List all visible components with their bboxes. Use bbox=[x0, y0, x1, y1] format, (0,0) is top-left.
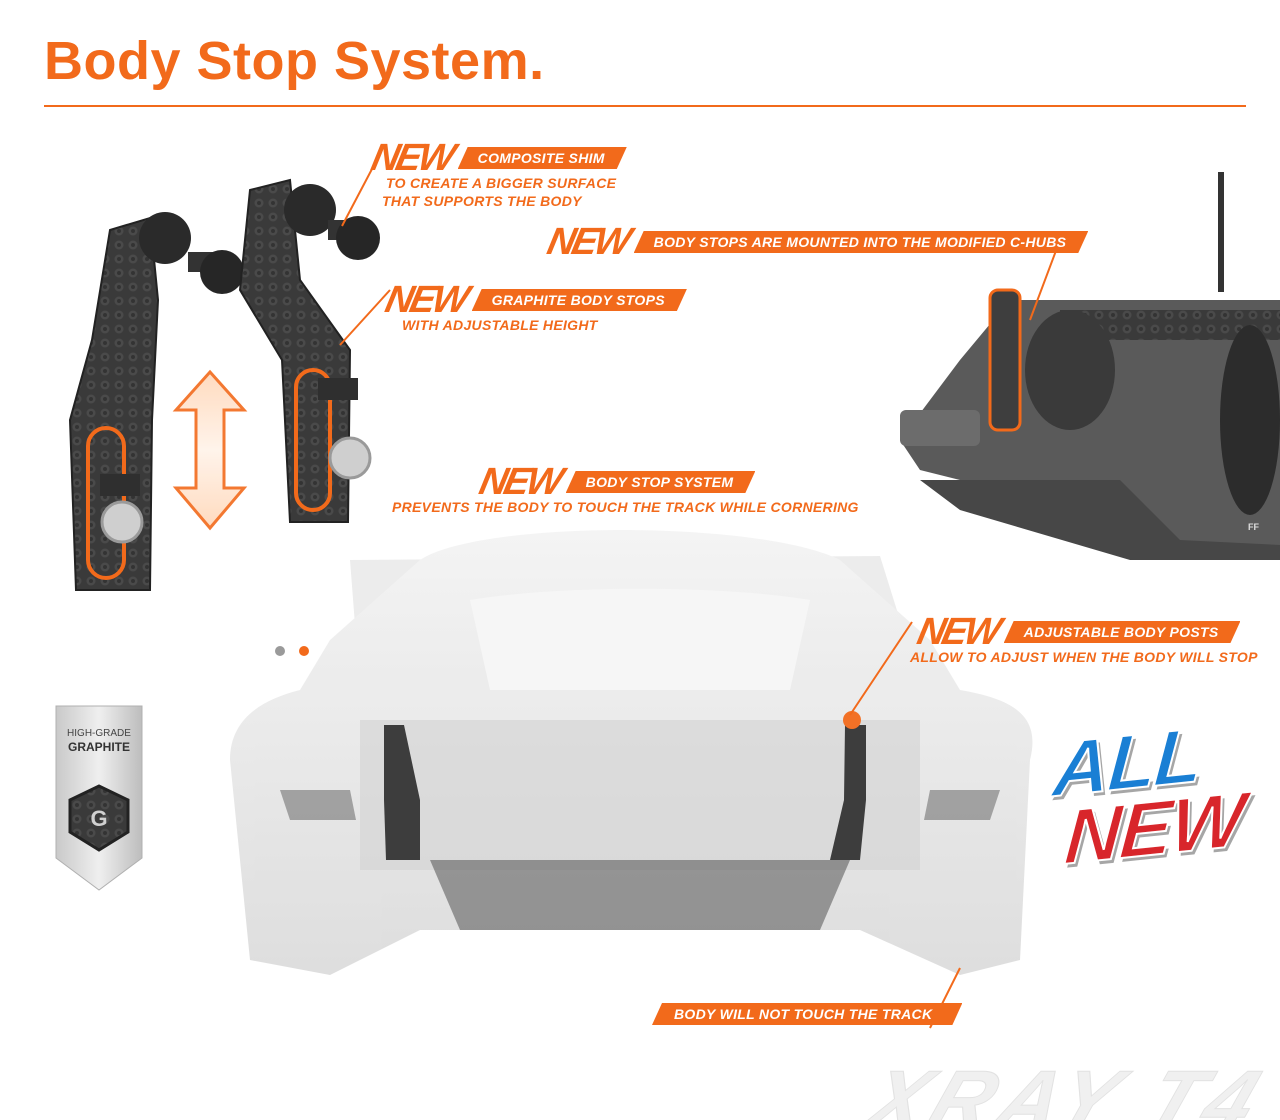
callout-adjustable-body-posts: NEW ADJUSTABLE BODY POSTS ALLOW TO ADJUS… bbox=[910, 611, 1258, 666]
callout-tag: BODY STOP SYSTEM bbox=[566, 471, 756, 493]
chassis-photo bbox=[900, 172, 1280, 560]
pagination-dot-inactive[interactable] bbox=[275, 646, 285, 656]
svg-text:G: G bbox=[90, 806, 107, 831]
new-label: NEW bbox=[543, 221, 633, 263]
callout-line: TO CREATE A BIGGER SURFACE bbox=[386, 175, 617, 191]
all-new-logo: ALL NEW bbox=[1040, 710, 1260, 882]
callout-tag: ADJUSTABLE BODY POSTS bbox=[1004, 621, 1241, 643]
badge-line-2: GRAPHITE bbox=[67, 740, 130, 754]
callout-no-track-contact: BODY WILL NOT TOUCH THE TRACK bbox=[652, 1003, 962, 1025]
graphite-badge: HIGH-GRADE GRAPHITE bbox=[56, 706, 142, 892]
graphite-badge-shape: G bbox=[55, 705, 143, 891]
body-stop-bracket-left bbox=[68, 212, 244, 591]
callout-line: WITH ADJUSTABLE HEIGHT bbox=[402, 317, 598, 333]
callout-tag: BODY STOPS ARE MOUNTED INTO THE MODIFIED… bbox=[634, 231, 1089, 253]
new-label: NEW bbox=[913, 611, 1003, 653]
chassis-marking: FF bbox=[1248, 522, 1259, 532]
new-label: NEW bbox=[475, 461, 565, 503]
new-label: NEW bbox=[367, 137, 457, 179]
callout-tag: COMPOSITE SHIM bbox=[458, 147, 627, 169]
all-new-word-2: NEW bbox=[1061, 774, 1247, 882]
body-stop-bracket-right bbox=[238, 178, 380, 523]
callout-line: ALLOW TO ADJUST WHEN THE BODY WILL STOP bbox=[910, 649, 1258, 665]
callout-c-hubs: NEW BODY STOPS ARE MOUNTED INTO THE MODI… bbox=[543, 221, 1089, 263]
new-label: NEW bbox=[381, 279, 471, 321]
callout-body-stop-system: NEW BODY STOP SYSTEM PREVENTS THE BODY T… bbox=[392, 461, 859, 516]
callout-graphite-body-stops: NEW GRAPHITE BODY STOPS WITH ADJUSTABLE … bbox=[381, 279, 687, 334]
callout-composite-shim: NEW COMPOSITE SHIM TO CREATE A BIGGER SU… bbox=[367, 137, 627, 210]
callout-line: PREVENTS THE BODY TO TOUCH THE TRACK WHI… bbox=[392, 499, 859, 515]
footer-logo: XRAY T4 bbox=[0, 1058, 1280, 1120]
callout-line: THAT SUPPORTS THE BODY bbox=[382, 193, 582, 209]
g-shield-icon bbox=[68, 784, 130, 852]
title-underline bbox=[44, 105, 1246, 107]
car-body-ghost bbox=[230, 530, 1033, 975]
pagination-dot-active[interactable] bbox=[299, 646, 309, 656]
adjust-height-arrow-icon bbox=[172, 369, 248, 531]
footer-logo-text: XRAY T4 bbox=[854, 1058, 1278, 1120]
badge-line-1: HIGH-GRADE bbox=[67, 728, 131, 739]
page-title: Body Stop System. bbox=[44, 31, 545, 91]
callout-tag: GRAPHITE BODY STOPS bbox=[472, 289, 687, 311]
